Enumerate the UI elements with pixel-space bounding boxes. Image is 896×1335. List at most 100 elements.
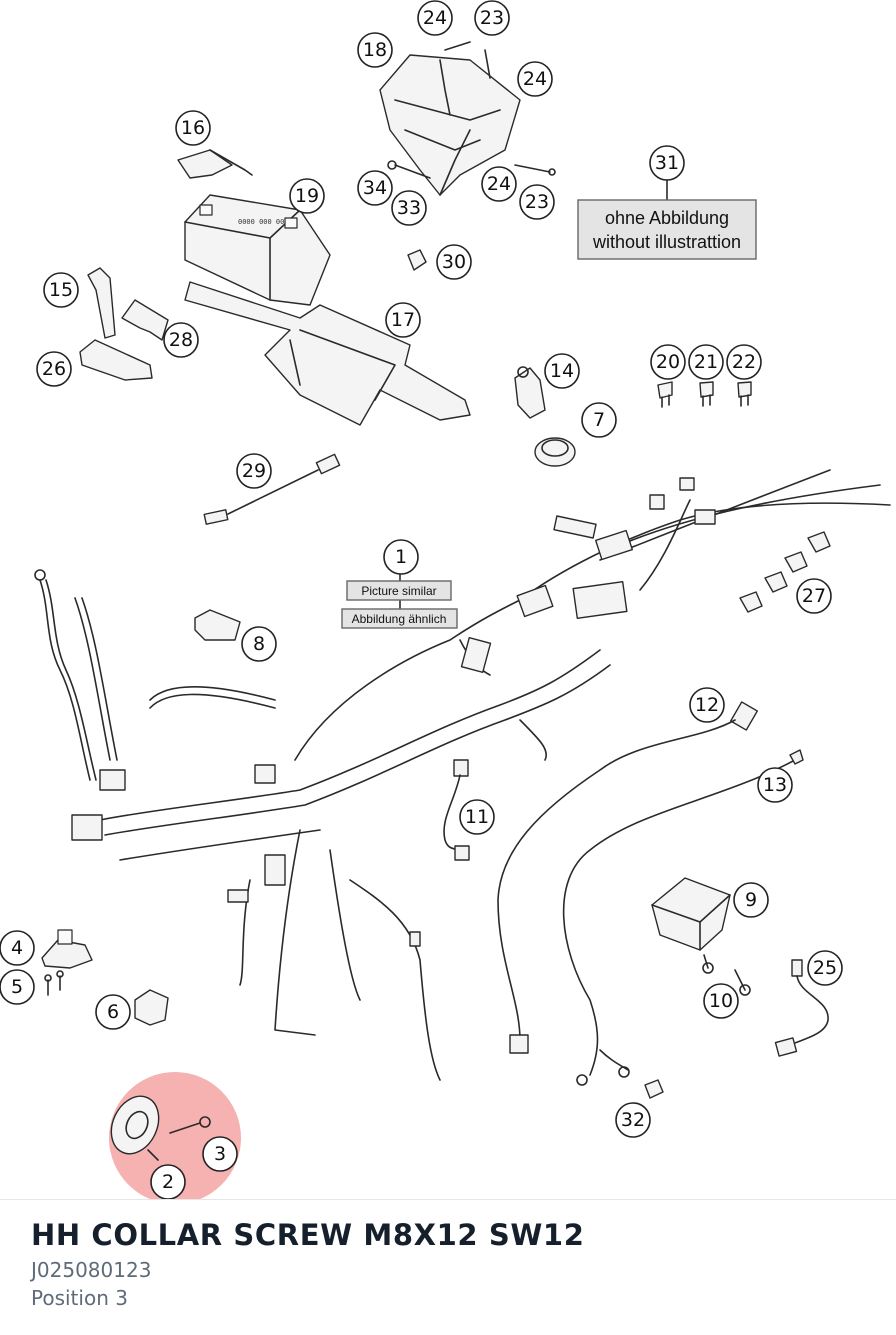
callout-3[interactable]: 3	[202, 1136, 238, 1172]
part-9-regulator[interactable]	[651, 877, 731, 951]
callout-23a[interactable]: 23	[474, 0, 510, 36]
callout-2[interactable]: 2	[150, 1164, 186, 1200]
callout-29[interactable]: 29	[236, 453, 272, 489]
svg-text:8: 8	[253, 633, 265, 655]
svg-text:9: 9	[745, 889, 757, 911]
svg-text:11: 11	[465, 806, 489, 828]
callout-15[interactable]: 15	[43, 272, 79, 308]
callout-1[interactable]: 1	[383, 539, 419, 575]
callout-27[interactable]: 27	[796, 578, 832, 614]
part-27-connectors[interactable]	[739, 531, 831, 613]
callout-24b[interactable]: 24	[517, 61, 553, 97]
svg-text:30: 30	[442, 251, 466, 273]
callout-20[interactable]: 20	[650, 344, 686, 380]
part-11-cable[interactable]	[443, 759, 470, 861]
callout-21[interactable]: 21	[688, 344, 724, 380]
part-2-horn[interactable]	[102, 1089, 167, 1162]
callout-32[interactable]: 32	[615, 1102, 651, 1138]
note-31-line1: ohne Abbildung	[605, 208, 729, 228]
svg-text:15: 15	[49, 279, 73, 301]
part-15-bracket[interactable]	[87, 267, 116, 339]
exploded-parts-diagram: 0000 000 00	[0, 0, 891, 1200]
part-8-relay[interactable]	[194, 609, 241, 641]
part-10-screws[interactable]	[702, 954, 751, 996]
svg-text:2: 2	[162, 1171, 174, 1193]
note-31-box: ohne Abbildung without illustrattion	[577, 199, 757, 260]
part-26-bracket-plate[interactable]	[79, 339, 153, 381]
part-3-collar-screw[interactable]	[169, 1116, 211, 1134]
note-1-boxes: Picture similar Abbildung ähnlich	[341, 580, 458, 629]
callout-23b[interactable]: 23	[519, 184, 555, 220]
part-1-wiring-harness[interactable]	[34, 469, 891, 1081]
part-32-screw[interactable]	[644, 1079, 664, 1099]
svg-text:17: 17	[391, 309, 415, 331]
callout-14[interactable]: 14	[544, 353, 580, 389]
svg-text:1: 1	[395, 546, 407, 568]
callout-26[interactable]: 26	[36, 351, 72, 387]
callout-28[interactable]: 28	[163, 322, 199, 358]
svg-text:22: 22	[732, 351, 756, 373]
callout-8[interactable]: 8	[241, 626, 277, 662]
callout-11[interactable]: 11	[459, 799, 495, 835]
callout-12[interactable]: 12	[689, 687, 725, 723]
callout-19[interactable]: 19	[289, 178, 325, 214]
part-4-holder[interactable]	[41, 929, 93, 969]
part-13-cable[interactable]	[562, 749, 804, 1086]
svg-text:16: 16	[181, 117, 205, 139]
part-info-panel: HH COLLAR SCREW M8X12 SW12 J025080123 Po…	[31, 1214, 584, 1312]
divider	[0, 1199, 896, 1200]
parts-20-21-22-fuses[interactable]	[657, 381, 752, 408]
callout-33[interactable]: 33	[391, 190, 427, 226]
note-1-line2: Abbildung ähnlich	[352, 612, 447, 626]
svg-text:25: 25	[813, 957, 837, 979]
svg-text:34: 34	[363, 177, 387, 199]
svg-text:24: 24	[487, 173, 511, 195]
svg-text:5: 5	[11, 976, 23, 998]
svg-text:27: 27	[802, 585, 826, 607]
svg-text:6: 6	[107, 1001, 119, 1023]
part-18-bracket[interactable]	[379, 41, 556, 196]
part-30-clip[interactable]	[407, 249, 427, 271]
svg-text:33: 33	[397, 197, 421, 219]
part-28-clip[interactable]	[121, 299, 169, 341]
callout-10[interactable]: 10	[703, 983, 739, 1019]
callout-9[interactable]: 9	[733, 882, 769, 918]
svg-text:24: 24	[523, 68, 547, 90]
svg-text:21: 21	[694, 351, 718, 373]
callout-4[interactable]: 4	[0, 930, 35, 966]
callout-5[interactable]: 5	[0, 969, 35, 1005]
svg-text:12: 12	[695, 694, 719, 716]
part-29-cable[interactable]	[203, 453, 341, 525]
note-31-line2: without illustrattion	[592, 232, 741, 252]
callout-13[interactable]: 13	[757, 767, 793, 803]
svg-text:10: 10	[709, 990, 733, 1012]
svg-text:19: 19	[295, 185, 319, 207]
callout-7[interactable]: 7	[581, 402, 617, 438]
callout-24c[interactable]: 24	[481, 166, 517, 202]
callout-22[interactable]: 22	[726, 344, 762, 380]
part-6-relay[interactable]	[134, 989, 169, 1026]
callout-6[interactable]: 6	[95, 994, 131, 1030]
part-16-bracket[interactable]	[177, 149, 253, 179]
callout-24a[interactable]: 24	[417, 0, 453, 36]
svg-text:14: 14	[550, 360, 574, 382]
part-12-cable[interactable]	[497, 701, 758, 1054]
part-5-screws[interactable]	[44, 970, 64, 996]
svg-text:28: 28	[169, 329, 193, 351]
callout-16[interactable]: 16	[175, 110, 211, 146]
part-number: J025080123	[31, 1258, 152, 1282]
callout-34[interactable]: 34	[357, 170, 393, 206]
callout-25[interactable]: 25	[807, 950, 843, 986]
part-25-cable[interactable]	[774, 959, 829, 1057]
callout-31[interactable]: 31	[649, 145, 685, 181]
svg-text:23: 23	[480, 7, 504, 29]
svg-text:29: 29	[242, 460, 266, 482]
part-7-ring[interactable]	[534, 437, 576, 467]
callout-30[interactable]: 30	[436, 244, 472, 280]
part-17-battery-holder[interactable]	[184, 281, 471, 426]
svg-text:23: 23	[525, 191, 549, 213]
part-19-battery[interactable]: 0000 000 00	[184, 194, 331, 306]
callout-17[interactable]: 17	[385, 302, 421, 338]
callout-18[interactable]: 18	[357, 32, 393, 68]
part-14-bulb-socket[interactable]	[514, 366, 546, 419]
